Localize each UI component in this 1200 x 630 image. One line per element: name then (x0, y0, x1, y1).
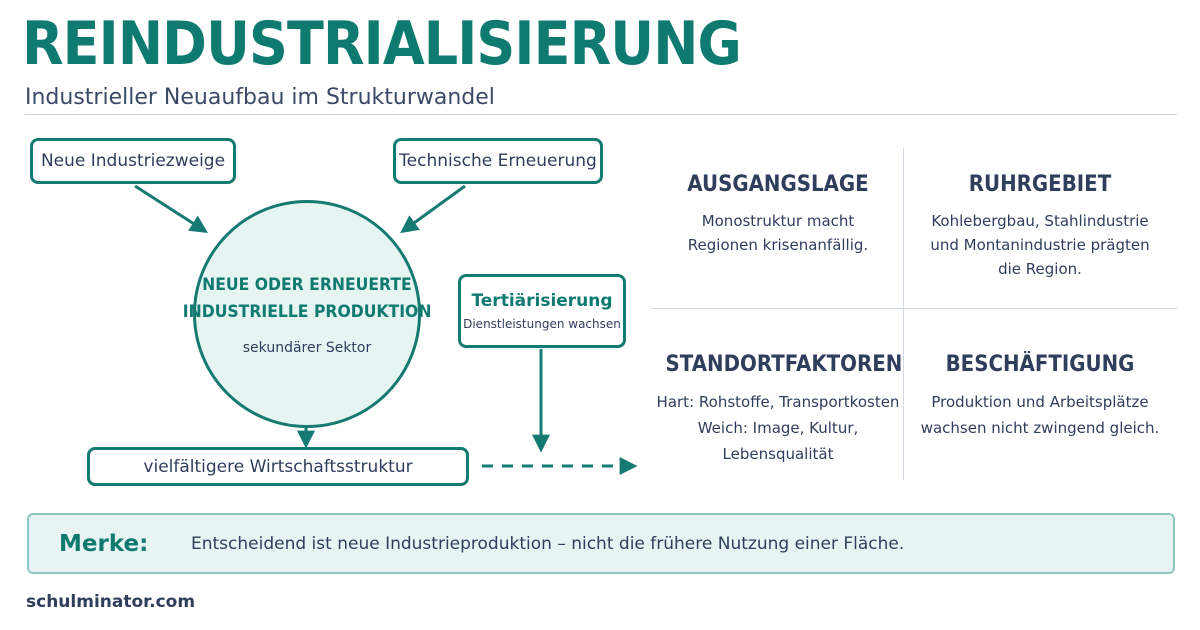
cell-text-line: Regionen krisenanfällig. (687, 236, 869, 254)
box-new-industries: Neue Industriezweige (30, 138, 236, 184)
grid-divider-vertical (903, 148, 904, 480)
center-sub: sekundärer Sektor (242, 340, 372, 356)
center-circle: NEUE ODER ERNEUERTE INDUSTRIELLE PRODUKT… (183, 200, 431, 428)
cell-text-line: Monostruktur macht (701, 212, 855, 230)
page-subtitle: Industrieller Neuaufbau im Strukturwande… (25, 85, 495, 110)
cell-text-line: wachsen nicht zwingend gleich. (920, 419, 1160, 437)
cell-title: BESCHÄFTIGUNG (945, 352, 1135, 377)
cell-text-line: Hart: Rohstoffe, Transportkosten (656, 393, 900, 411)
header-divider (25, 114, 1177, 115)
grid-divider-horizontal (651, 308, 1177, 309)
cell-text-line: die Region. (998, 260, 1082, 278)
center-line-2: INDUSTRIELLE PRODUKTION (182, 302, 432, 322)
cell-ruhrgebiet: RUHRGEBIET Kohlebergbau, Stahlindustrie … (915, 172, 1165, 281)
box-tertiarization: Tertiärisierung Dienstleistungen wachsen (458, 274, 626, 348)
center-line-1: NEUE ODER ERNEUERTE (202, 275, 412, 295)
box-technical-renewal: Technische Erneuerung (393, 138, 603, 184)
cell-standortfaktoren: STANDORTFAKTOREN Hart: Rohstoffe, Transp… (653, 352, 903, 467)
cell-beschaeftigung: BESCHÄFTIGUNG Produktion und Arbeitsplät… (915, 352, 1165, 441)
cell-text-line: Kohlebergbau, Stahlindustrie (931, 212, 1149, 230)
page-title: REINDUSTRIALISIERUNG (22, 9, 742, 79)
merke-text: Entscheidend ist neue Industrieproduktio… (191, 533, 905, 554)
merke-box: Merke: Entscheidend ist neue Industriepr… (27, 513, 1175, 574)
cell-title: STANDORTFAKTOREN (665, 352, 903, 377)
cell-title: AUSGANGSLAGE (687, 172, 869, 197)
cell-ausgangslage: AUSGANGSLAGE Monostruktur macht Regionen… (653, 172, 903, 257)
box-diverse-economy: vielfältigere Wirtschaftsstruktur (87, 447, 469, 486)
cell-text-line: Produktion und Arbeitsplätze (931, 393, 1149, 411)
tertiary-sub: Dienstleistungen wachsen (463, 317, 621, 331)
cell-title: RUHRGEBIET (968, 172, 1112, 197)
footer-brand: schulminator.com (26, 592, 196, 612)
merke-label: Merke: (59, 530, 149, 557)
tertiary-title: Tertiärisierung (471, 291, 613, 311)
cell-text-line: Weich: Image, Kultur, Lebensqualität (697, 419, 859, 463)
cell-text-line: und Montanindustrie prägten (930, 236, 1150, 254)
arrow-tech-to-center (400, 184, 466, 234)
arrow-new-to-center (134, 184, 209, 233)
